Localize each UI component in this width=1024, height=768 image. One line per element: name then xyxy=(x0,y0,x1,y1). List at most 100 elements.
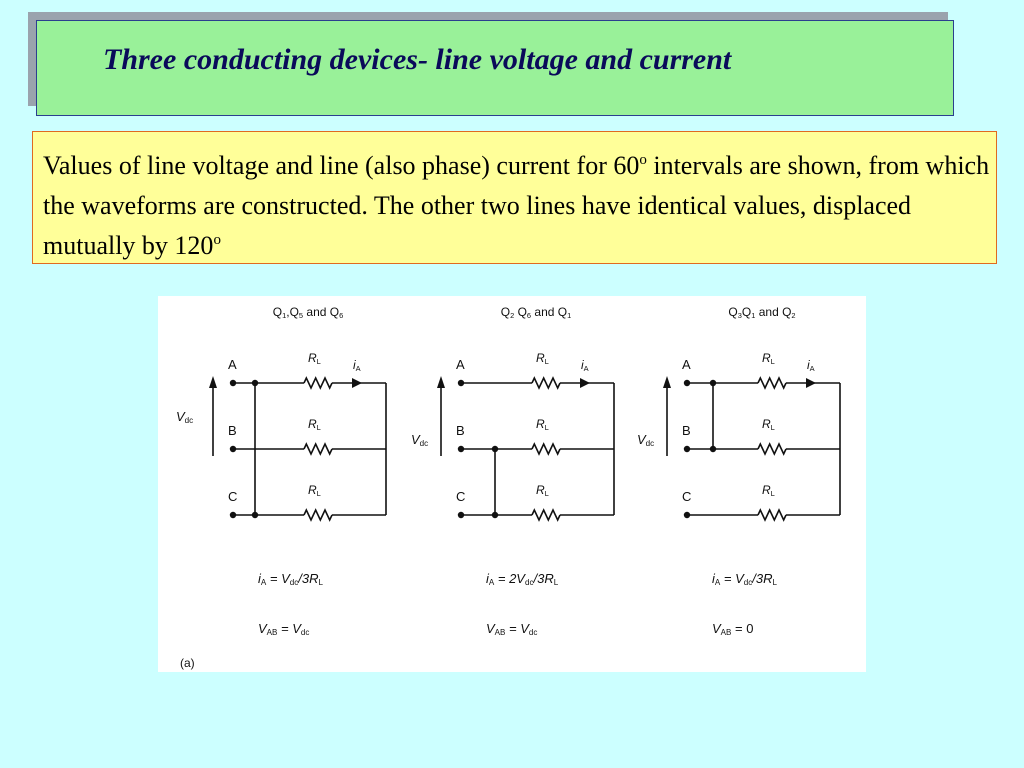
text-span: A xyxy=(456,357,465,372)
text-span: 3 xyxy=(738,311,742,320)
line-label-B: B xyxy=(228,423,237,438)
resistor-label: RL xyxy=(536,483,549,498)
degree-superscript-2: o xyxy=(213,232,221,248)
text-span: A xyxy=(489,578,495,587)
text-span: V xyxy=(411,432,421,447)
text-span: = V xyxy=(277,621,302,636)
text-span: L xyxy=(545,357,549,366)
text-span: R xyxy=(762,483,771,497)
voltage-equation: VAB = Vdc xyxy=(258,621,309,637)
line-label-A: A xyxy=(228,357,237,372)
description-text-2: intervals are shown, from which the wave… xyxy=(43,151,990,260)
text-span: V xyxy=(258,621,268,636)
resistor-label: RL xyxy=(308,417,321,432)
voltage-equation: VAB = Vdc xyxy=(486,621,537,637)
text-span: 1 xyxy=(282,311,286,320)
text-span: i xyxy=(712,571,716,586)
text-span: L xyxy=(554,578,559,587)
text-span: B xyxy=(228,423,237,438)
circuit-heading: Q2 Q6 and Q1 xyxy=(501,305,571,320)
text-span: and Q xyxy=(531,305,567,319)
text-span: L xyxy=(545,423,549,432)
current-label: iA xyxy=(807,358,815,373)
text-span: Q xyxy=(742,305,751,319)
text-span: B xyxy=(682,423,691,438)
text-span: Q xyxy=(501,305,510,319)
line-label-A: A xyxy=(682,357,691,372)
resistor-label: RL xyxy=(308,483,321,498)
degree-superscript-1: o xyxy=(639,152,647,168)
text-span: /3R xyxy=(532,571,553,586)
resistor-symbol xyxy=(531,508,561,522)
text-span: = V xyxy=(505,621,530,636)
text-span: V xyxy=(712,621,722,636)
resistor-symbol xyxy=(303,376,333,390)
vdc-arrowhead xyxy=(437,376,445,388)
text-span: = V xyxy=(720,571,745,586)
line-label-A: A xyxy=(456,357,465,372)
junction-dot xyxy=(709,379,717,387)
vdc-arrowhead xyxy=(209,376,217,388)
text-span: = 0 xyxy=(731,621,753,636)
text-span: dc xyxy=(744,578,753,587)
resistor-label: RL xyxy=(762,417,775,432)
text-span: A xyxy=(715,578,721,587)
text-span: dc xyxy=(290,578,299,587)
vdc-label: Vdc xyxy=(176,409,193,425)
text-span: AB xyxy=(267,628,278,637)
text-span: C xyxy=(682,489,691,504)
resistor-symbol xyxy=(531,376,561,390)
text-span: i xyxy=(353,358,356,372)
text-span: L xyxy=(771,357,775,366)
vdc-label: Vdc xyxy=(637,432,654,448)
text-span: R xyxy=(308,351,317,365)
resistor-symbol xyxy=(303,442,333,456)
junction-dot xyxy=(251,379,259,387)
text-span: 1 xyxy=(751,311,755,320)
current-arrowhead xyxy=(580,378,590,388)
circuit-heading: Q1,Q5 and Q6 xyxy=(273,305,343,320)
text-span: AB xyxy=(721,628,732,637)
text-span: dc xyxy=(185,416,194,425)
current-equation: iA = Vdc/3RL xyxy=(712,571,778,587)
vdc-arrowhead xyxy=(663,376,671,388)
line-label-C: C xyxy=(228,489,237,504)
text-span: L xyxy=(317,489,321,498)
text-span: Q xyxy=(514,305,527,319)
text-span: dc xyxy=(529,628,538,637)
slide-title: Three conducting devices- line voltage a… xyxy=(103,43,732,76)
text-span: R xyxy=(762,417,771,431)
text-span: dc xyxy=(525,578,534,587)
current-equation: iA = 2Vdc/3RL xyxy=(486,571,559,587)
text-span: /3R xyxy=(297,571,318,586)
text-span: R xyxy=(536,483,545,497)
text-span: L xyxy=(773,578,778,587)
text-span: R xyxy=(762,351,771,365)
current-label: iA xyxy=(353,358,361,373)
text-span: i xyxy=(807,358,810,372)
text-span: R xyxy=(536,417,545,431)
resistor-symbol xyxy=(303,508,333,522)
text-span: dc xyxy=(646,439,655,448)
text-span: = V xyxy=(266,571,291,586)
text-span: R xyxy=(308,417,317,431)
text-span: /3R xyxy=(751,571,772,586)
panel-label: (a) xyxy=(180,656,195,670)
text-span: L xyxy=(771,423,775,432)
title-box: Three conducting devices- line voltage a… xyxy=(36,20,954,116)
junction-dot xyxy=(709,445,717,453)
resistor-symbol xyxy=(757,376,787,390)
text-span: 2 xyxy=(791,311,795,320)
text-span: = 2V xyxy=(494,571,526,586)
resistor-symbol xyxy=(757,442,787,456)
resistor-label: RL xyxy=(536,417,549,432)
text-span: dc xyxy=(420,439,429,448)
description-box: Values of line voltage and line (also ph… xyxy=(32,131,997,264)
text-span: and Q xyxy=(755,305,791,319)
text-span: L xyxy=(317,357,321,366)
